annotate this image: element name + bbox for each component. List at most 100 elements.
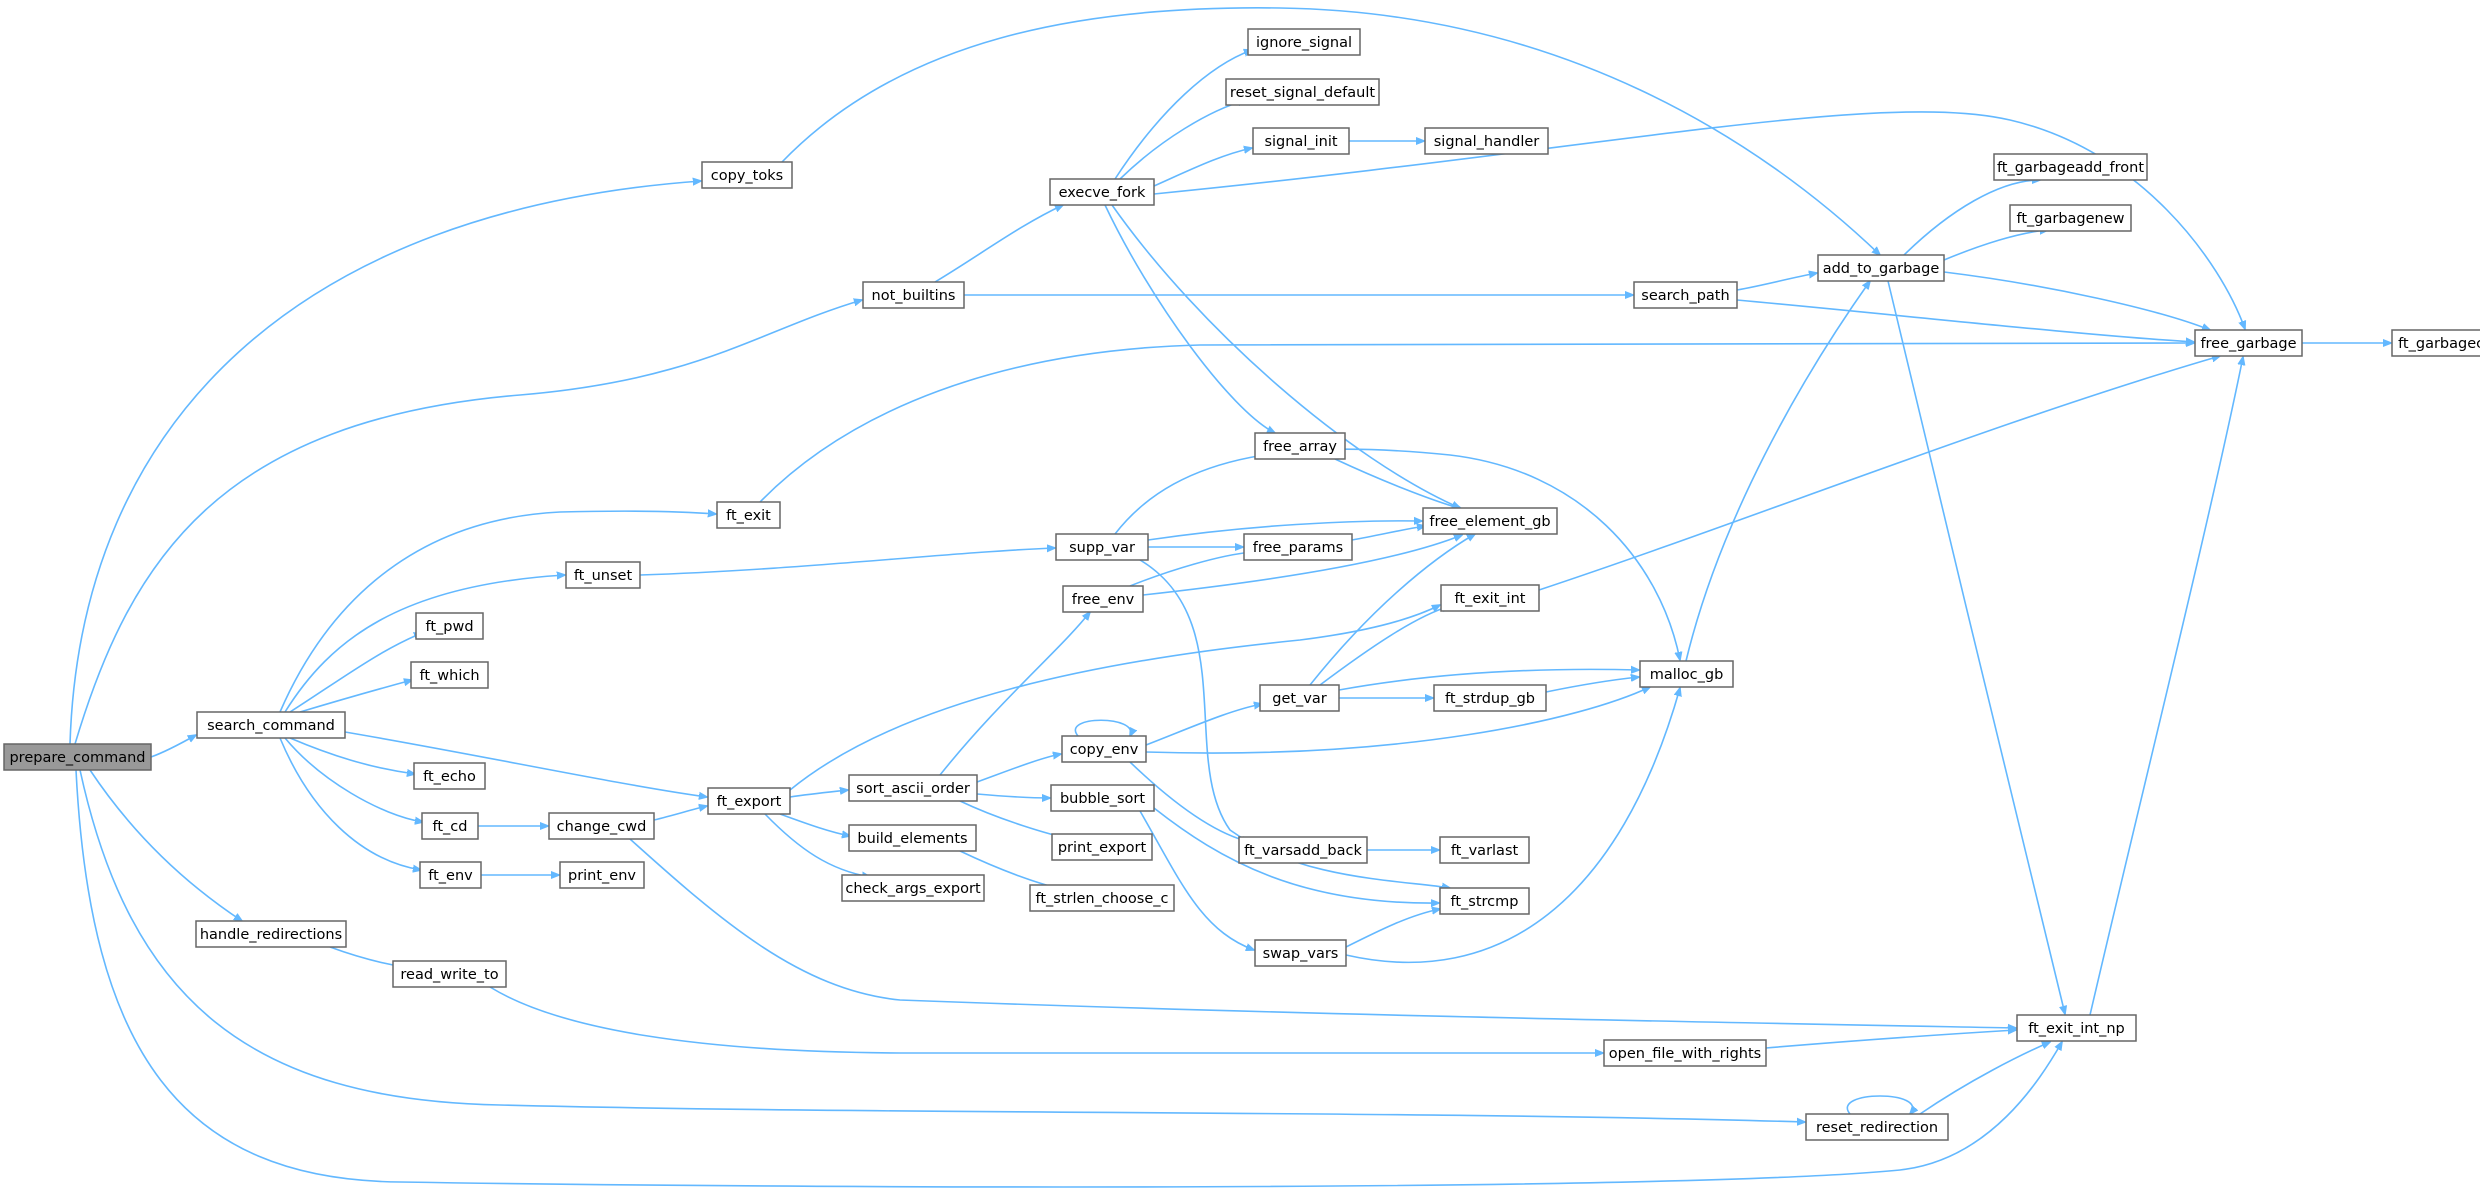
node-ft_garbageclear[interactable]: ft_garbageclear [2391, 329, 2480, 357]
edge-execve_fork-to-free_garbage [1153, 111, 2245, 329]
node-label: ft_strlen_choose_c [1036, 891, 1169, 907]
node-ft_pwd[interactable]: ft_pwd [415, 612, 484, 640]
edge-prepare_command-to-copy_toks [69, 181, 701, 745]
node-supp_var[interactable]: supp_var [1055, 533, 1149, 561]
node-free_garbage[interactable]: free_garbage [2194, 329, 2303, 357]
node-prepare_command[interactable]: prepare_command [3, 743, 152, 771]
edge-reset_redirection-to-reset_redirection [1846, 1095, 1912, 1114]
node-free_env[interactable]: free_env [1062, 585, 1144, 613]
node-ft_exit_int_np[interactable]: ft_exit_int_np [2016, 1014, 2137, 1042]
node-box [1051, 833, 1153, 861]
node-label: ft_exit_int [1455, 591, 1526, 607]
node-label: search_path [1641, 288, 1729, 304]
node-ignore_signal[interactable]: ignore_signal [1247, 28, 1361, 56]
node-read_write_to[interactable]: read_write_to [392, 960, 507, 988]
node-search_command[interactable]: search_command [196, 711, 346, 739]
node-box [2391, 329, 2480, 357]
node-label: ft_garbageclear [2398, 336, 2480, 352]
node-ft_cd[interactable]: ft_cd [421, 812, 479, 840]
edge-ft_exit-to-free_garbage [759, 343, 2194, 503]
node-label: build_elements [857, 831, 967, 847]
node-label: ft_which [419, 668, 479, 684]
node-get_var[interactable]: get_var [1259, 684, 1340, 712]
node-box [1254, 939, 1347, 967]
node-ft_env[interactable]: ft_env [419, 861, 482, 889]
node-label: ft_echo [423, 769, 476, 785]
edge-ft_export-to-ft_exit_int [789, 605, 1440, 791]
edge-change_cwd-to-ft_exit_int_np [629, 838, 2016, 1028]
node-ft_exit_int[interactable]: ft_exit_int [1440, 584, 1540, 612]
node-free_params[interactable]: free_params [1243, 533, 1353, 561]
node-search_path[interactable]: search_path [1633, 281, 1738, 309]
node-label: copy_env [1070, 742, 1139, 758]
edge-add_to_garbage-to-ft_garbageadd_front [1903, 180, 2040, 256]
edge-add_to_garbage-to-ft_exit_int_np [1887, 280, 2065, 1014]
edge-execve_fork-to-signal_init [1153, 148, 1252, 187]
edge-add_to_garbage-to-ft_garbagenew [1943, 230, 2048, 261]
node-print_export[interactable]: print_export [1051, 833, 1153, 861]
edge-ft_unset-to-supp_var [639, 548, 1055, 576]
node-signal_handler[interactable]: signal_handler [1424, 127, 1549, 155]
node-label: ft_pwd [425, 619, 473, 635]
node-box [3, 743, 152, 771]
node-label: free_params [1253, 540, 1343, 556]
edge-execve_fork-to-free_array [1104, 204, 1275, 433]
edge-free_env-to-free_params [1129, 552, 1252, 587]
node-copy_env[interactable]: copy_env [1061, 735, 1147, 763]
node-label: check_args_export [845, 881, 981, 897]
edge-prepare_command-to-handle_redirections [89, 769, 242, 921]
node-not_builtins[interactable]: not_builtins [862, 281, 965, 309]
edge-prepare_command-to-ft_exit_int_np [75, 769, 2062, 1188]
node-malloc_gb[interactable]: malloc_gb [1639, 660, 1734, 688]
node-label: ft_unset [574, 568, 633, 584]
node-ft_strlen_choose_c[interactable]: ft_strlen_choose_c [1029, 884, 1175, 912]
node-handle_redirections[interactable]: handle_redirections [195, 920, 347, 948]
node-label: ft_varlast [1451, 843, 1519, 859]
node-ft_varsadd_back[interactable]: ft_varsadd_back [1238, 836, 1368, 864]
node-free_array[interactable]: free_array [1254, 432, 1346, 460]
node-reset_redirection[interactable]: reset_redirection [1805, 1113, 1949, 1141]
node-add_to_garbage[interactable]: add_to_garbage [1817, 254, 1945, 282]
edge-search_command-to-ft_cd [284, 737, 423, 822]
node-box [1424, 127, 1549, 155]
node-change_cwd[interactable]: change_cwd [548, 812, 655, 840]
edge-search_command-to-ft_exit [279, 511, 716, 713]
edge-copy_env-to-malloc_gb [1145, 687, 1650, 754]
node-bubble_sort[interactable]: bubble_sort [1050, 784, 1155, 812]
node-ft_strdup_gb[interactable]: ft_strdup_gb [1433, 684, 1547, 712]
node-box [195, 920, 347, 948]
node-ft_unset[interactable]: ft_unset [565, 561, 641, 589]
node-ft_strcmp[interactable]: ft_strcmp [1439, 887, 1530, 915]
node-reset_signal_default[interactable]: reset_signal_default [1225, 78, 1380, 106]
node-open_file_with_rights[interactable]: open_file_with_rights [1603, 1039, 1767, 1067]
node-label: read_write_to [400, 967, 498, 983]
edge-prepare_command-to-not_builtins [74, 300, 862, 745]
edge-sort_ascii_order-to-copy_env [976, 754, 1061, 783]
node-print_env[interactable]: print_env [559, 861, 645, 889]
node-ft_garbagenew[interactable]: ft_garbagenew [2009, 204, 2132, 232]
node-ft_which[interactable]: ft_which [410, 661, 489, 689]
edge-ft_strdup_gb-to-malloc_gb [1545, 677, 1639, 693]
node-ft_garbageadd_front[interactable]: ft_garbageadd_front [1993, 153, 2148, 181]
edge-search_command-to-ft_unset [284, 575, 565, 713]
node-copy_toks[interactable]: copy_toks [701, 161, 793, 189]
edge-ft_export-to-check_args_export [764, 813, 870, 877]
node-label: handle_redirections [200, 927, 342, 943]
edge-supp_var-to-malloc_gb [1114, 448, 1680, 660]
node-execve_fork[interactable]: execve_fork [1049, 178, 1155, 206]
edge-search_path-to-free_garbage [1736, 299, 2194, 342]
node-build_elements[interactable]: build_elements [848, 824, 977, 852]
node-label: get_var [1272, 691, 1327, 707]
node-box [1805, 1113, 1949, 1141]
node-ft_exit[interactable]: ft_exit [716, 501, 781, 529]
node-sort_ascii_order[interactable]: sort_ascii_order [848, 774, 978, 802]
node-ft_export[interactable]: ft_export [707, 787, 791, 815]
node-ft_echo[interactable]: ft_echo [413, 762, 486, 790]
node-swap_vars[interactable]: swap_vars [1254, 939, 1347, 967]
node-free_element_gb[interactable]: free_element_gb [1422, 507, 1558, 535]
node-signal_init[interactable]: signal_init [1252, 127, 1350, 155]
node-check_args_export[interactable]: check_args_export [841, 874, 985, 902]
node-box [1243, 533, 1353, 561]
node-box [1062, 585, 1144, 613]
node-ft_varlast[interactable]: ft_varlast [1439, 836, 1530, 864]
